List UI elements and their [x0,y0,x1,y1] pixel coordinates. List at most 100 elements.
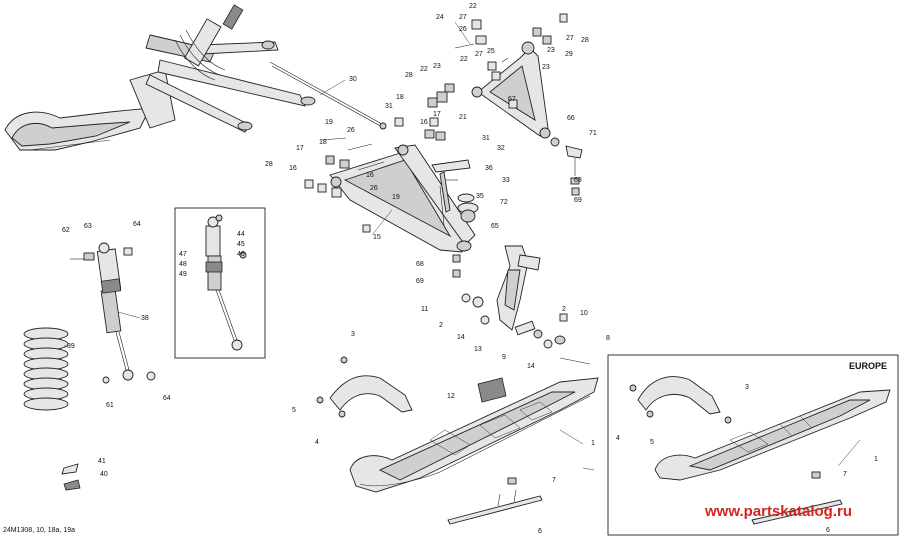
callout-27: 27 [475,51,483,58]
callout-4: 4 [616,435,620,442]
callout-1: 1 [874,456,878,463]
ball-joint [508,99,583,196]
callout-7: 7 [552,477,556,484]
callout-46: 46 [237,251,245,258]
callout-24: 24 [436,14,444,21]
callout-23: 23 [542,64,550,71]
callout-65: 65 [491,223,499,230]
callout-29: 29 [565,51,573,58]
callout-45: 45 [237,241,245,248]
callout-9: 9 [502,354,506,361]
callout-63: 63 [84,223,92,230]
callout-6: 6 [538,528,542,535]
callout-13: 13 [474,346,482,353]
callout-10: 10 [580,310,588,317]
callout-39: 39 [67,343,75,350]
callout-18: 18 [396,94,404,101]
callout-16: 16 [420,119,428,126]
shock-inset-frame [174,207,266,359]
callout-28: 28 [581,37,589,44]
callout-14: 14 [527,363,535,370]
callout-17: 17 [433,111,441,118]
coil-spring [23,327,69,411]
callout-33: 33 [502,177,510,184]
callout-68: 68 [574,177,582,184]
steering-linkage [431,159,479,226]
callout-17: 17 [296,145,304,152]
callout-31: 31 [482,135,490,142]
callout-8: 8 [606,335,610,342]
callout-15: 15 [373,234,381,241]
callout-30: 30 [349,76,357,83]
rear-ski-assembly [4,4,316,151]
callout-22: 22 [420,66,428,73]
callout-36: 36 [485,165,493,172]
callout-11: 11 [421,306,428,313]
callout-3: 3 [745,384,749,391]
callout-69: 69 [416,278,424,285]
callout-26: 26 [459,26,467,33]
lower-bushings [304,117,446,233]
watermark: www.partskatalog.ru [704,503,852,520]
leader-lines [64,21,861,471]
callout-19: 19 [325,119,333,126]
callout-25: 25 [487,48,495,55]
callout-3: 3 [351,331,355,338]
callout-49: 49 [179,271,187,278]
europe-label: EUROPE [849,361,887,371]
callout-28: 28 [405,72,413,79]
callout-23: 23 [547,47,555,54]
callout-5: 5 [292,407,296,414]
callout-26: 26 [370,185,378,192]
callout-6: 6 [826,527,830,534]
front-ski [349,377,599,493]
small-clips [61,463,81,491]
tie-rod [269,61,387,130]
callout-40: 40 [100,471,108,478]
callout-64: 64 [163,395,171,402]
callout-14: 14 [457,334,465,341]
upper-bushings [427,13,568,108]
callout-62: 62 [62,227,70,234]
callout-71: 71 [589,130,597,137]
callout-22: 22 [460,56,468,63]
callout-27: 27 [566,35,574,42]
bumper-pad [477,377,507,403]
lower-a-arm [329,144,476,253]
callout-69: 69 [574,197,582,204]
front-shock-absorber [70,242,156,384]
callout-67: 67 [508,96,516,103]
spindle-fasteners [452,254,591,365]
callout-5: 5 [650,439,654,446]
callout-18: 18 [319,139,327,146]
callout-23: 23 [433,63,441,70]
spindle [496,245,541,331]
callout-41: 41 [98,458,106,465]
callout-68: 68 [416,261,424,268]
callout-48: 48 [179,261,187,268]
callout-22: 22 [469,3,477,10]
callout-47: 47 [179,251,187,258]
callout-32: 32 [497,145,505,152]
callout-2: 2 [439,322,443,329]
callout-26: 26 [347,127,355,134]
callout-2: 2 [562,306,566,313]
carbide-runner [447,477,543,525]
callout-16: 16 [289,165,297,172]
callout-27: 27 [459,14,467,21]
europe-inset-frame [607,354,899,536]
callout-16: 16 [366,172,374,179]
callout-38: 38 [141,315,149,322]
callout-64: 64 [133,221,141,228]
callout-72: 72 [500,199,508,206]
callout-44: 44 [237,231,245,238]
callout-7: 7 [843,471,847,478]
callout-19: 19 [392,194,400,201]
upper-a-arm [471,41,551,139]
callout-61: 61 [106,402,114,409]
diagram-code: 24M1308, 10, 18a, 19a [3,527,75,534]
callout-4: 4 [315,439,319,446]
